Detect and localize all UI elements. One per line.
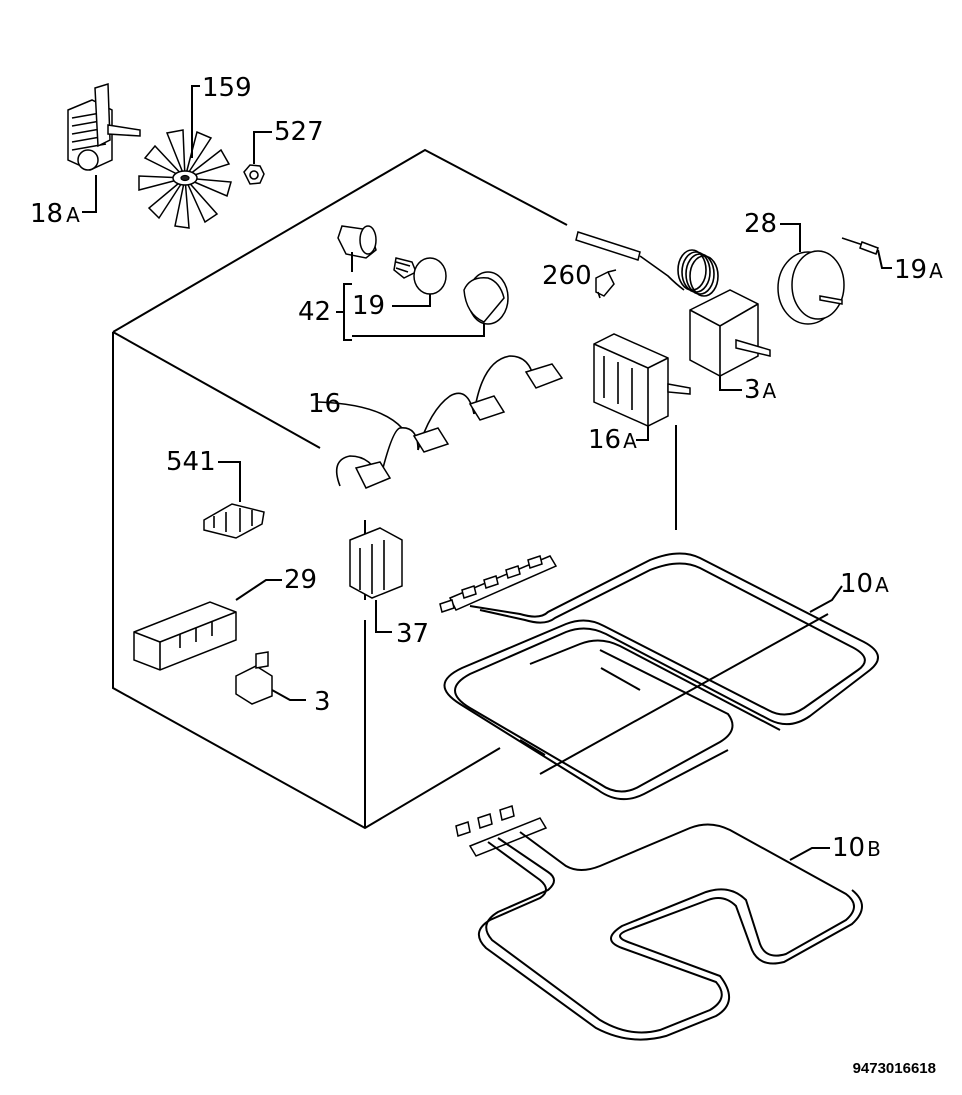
terminal-block-part-541 [203,461,265,539]
label-16: 16 [308,389,341,419]
grill-heating-element-part-10a [439,552,879,801]
label-260: 260 [542,261,592,291]
lamp-part-19a [841,237,892,269]
label-541: 541 [166,447,216,477]
nut-part-527 [243,131,272,185]
fan-blade-part-159 [138,85,232,229]
thermostat-part-3a [575,231,771,391]
spark-generator-part-29 [133,579,282,671]
label-29: 29 [284,565,317,595]
bottom-heating-element-part-10b [455,805,863,1041]
label-3: 3 [314,687,331,717]
wiring-harness-part-16 [317,355,564,489]
timer-knob-part-28 [777,223,845,325]
label-28: 28 [744,209,777,239]
oven-cabinet-outline [112,148,677,830]
label-37: 37 [396,619,429,649]
switch-part-3 [235,651,306,705]
label-19: 19 [352,291,385,321]
fan-motor-part-18a [67,82,141,213]
drawing-reference-number: 9473016618 [852,1060,936,1077]
oven-lamp-parts-42-19 [336,225,509,341]
label-159: 159 [202,73,252,103]
selector-switch-part-16a [593,333,691,441]
door-switch-part-37 [349,527,403,633]
clip-part-260 [595,269,617,299]
label-527: 527 [274,117,324,147]
label-42: 42 [298,297,331,327]
